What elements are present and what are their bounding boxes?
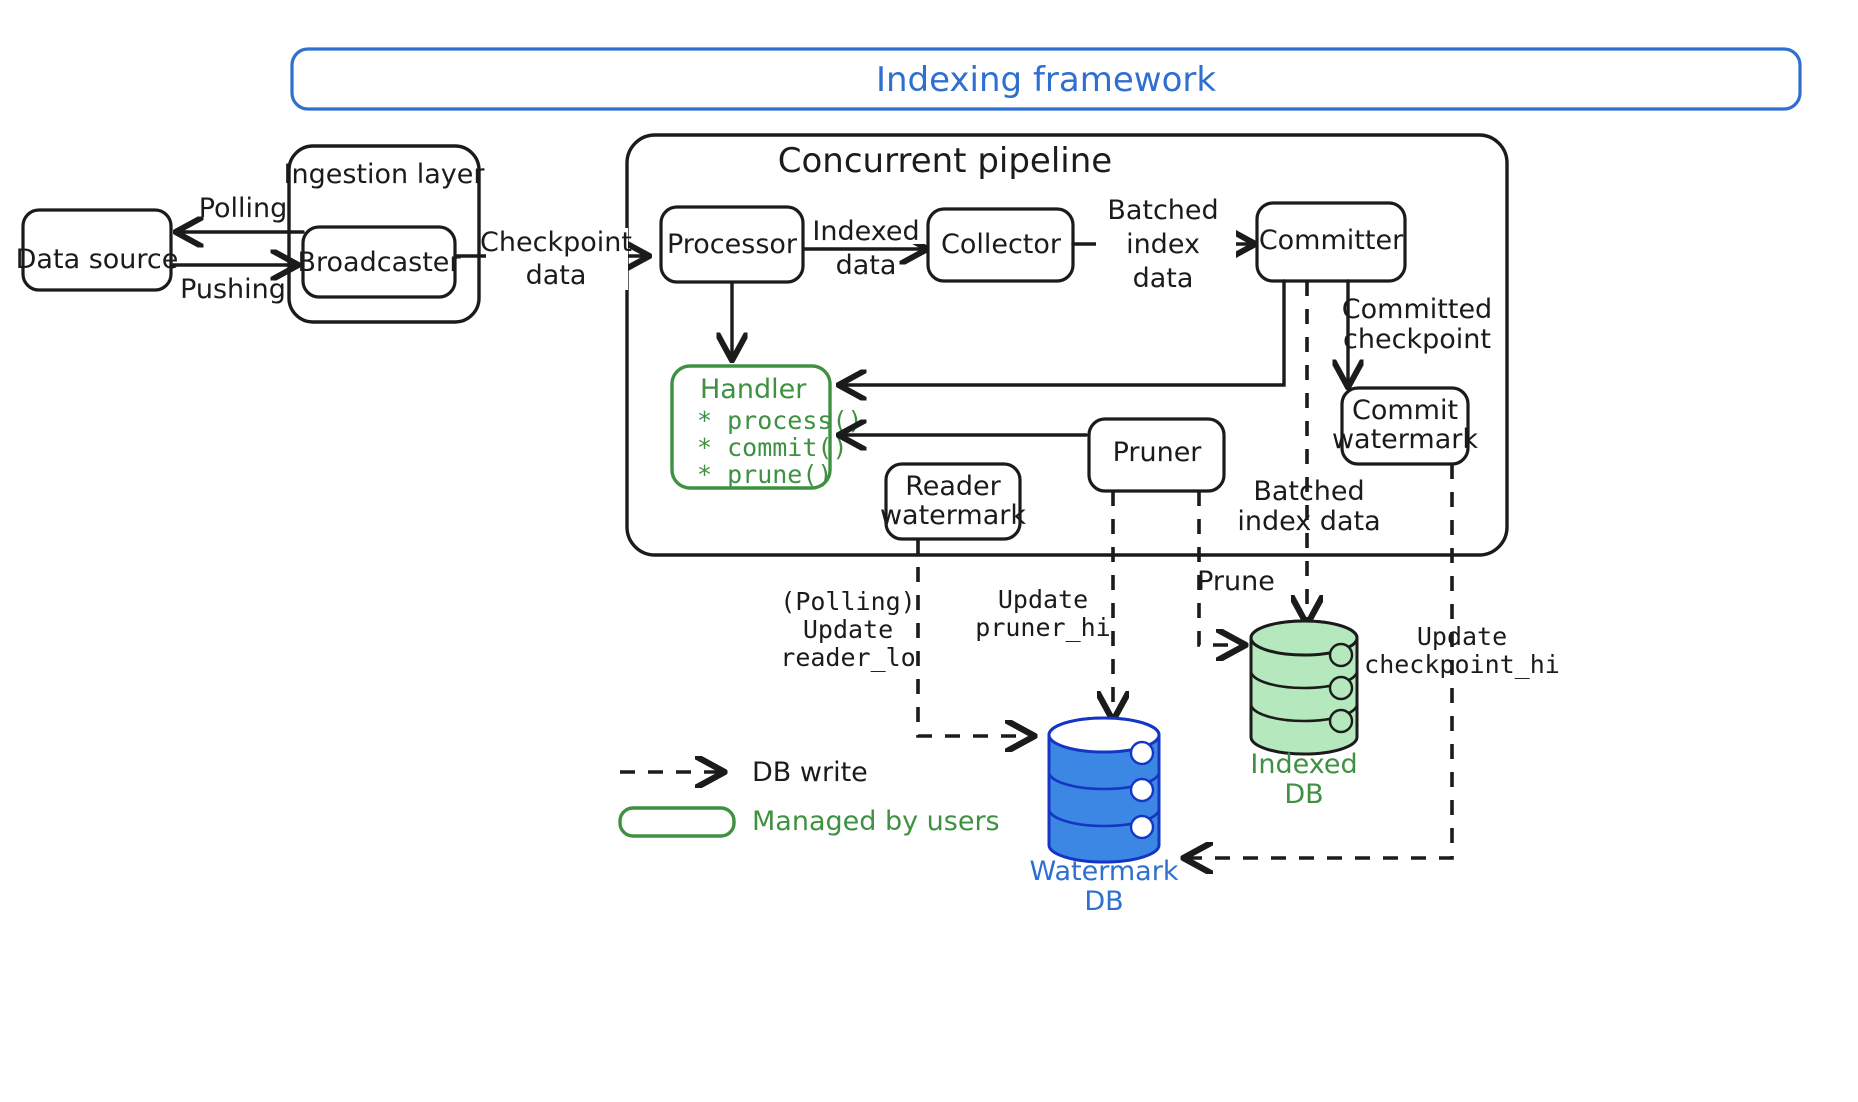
broadcaster-box[interactable]	[301, 225, 457, 299]
edge-label-indexed-data-line2: data	[836, 250, 897, 281]
node-reader-watermark[interactable]: Reader watermark	[880, 462, 1026, 541]
concurrent-pipeline-container: Concurrent pipeline	[625, 133, 1509, 557]
edge-label-update-reader-lo-line2: reader_lo	[780, 643, 915, 672]
commit-watermark-label-line1: Commit	[1352, 395, 1458, 426]
pruner-box[interactable]	[1087, 417, 1226, 493]
indexed-db-label-line2: DB	[1284, 779, 1323, 810]
node-broadcaster[interactable]: Broadcaster	[298, 225, 462, 299]
legend: DB write Managed by users	[618, 757, 1000, 838]
edge-label-polling-paren: (Polling)	[780, 587, 915, 616]
committer-box[interactable]	[1255, 201, 1407, 283]
indexed-db-divider-1	[1249, 670, 1359, 690]
watermark-db-divider-2	[1047, 808, 1161, 828]
edge-label-checkpoint-data-line2: data	[526, 260, 587, 291]
database-watermark-db[interactable]: Watermark DB	[1030, 716, 1179, 917]
data-source-box[interactable]	[21, 208, 173, 292]
edge-label-polling: Polling	[199, 193, 288, 224]
ingestion-layer-border	[287, 144, 481, 324]
commit-watermark-label-line2: watermark	[1332, 424, 1478, 455]
edge-label-pushing: Pushing	[180, 274, 286, 305]
collector-label: Collector	[941, 229, 1062, 260]
edge-label-checkpoint-backdrop	[486, 228, 628, 290]
reader-watermark-label-line2: watermark	[880, 500, 1026, 531]
indexed-db-indicator-3	[1328, 708, 1354, 734]
edge-committer-to-handler	[841, 279, 1286, 385]
concurrent-pipeline-title: Concurrent pipeline	[778, 141, 1112, 181]
watermark-db-label-line2: DB	[1084, 886, 1123, 917]
edge-label-indexed-backdrop	[812, 216, 924, 244]
indexed-db-divider-2	[1249, 703, 1359, 723]
broadcaster-label: Broadcaster	[298, 247, 462, 278]
edge-label-batched-backdrop	[1096, 196, 1236, 288]
commit-watermark-box[interactable]	[1340, 386, 1470, 466]
watermark-db-indicator-1	[1129, 740, 1155, 766]
edge-label-committed-checkpoint-line2: checkpoint	[1343, 324, 1491, 355]
node-processor[interactable]: Processor	[659, 205, 805, 284]
pruner-label: Pruner	[1113, 437, 1203, 468]
edge-label-update-checkpoint-hi-line2: checkpoint_hi	[1364, 650, 1560, 679]
legend-managed-by-users-label: Managed by users	[752, 806, 1000, 837]
handler-box[interactable]	[670, 364, 832, 490]
data-source-label: Data source	[16, 244, 179, 275]
indexed-db-label-line1: Indexed	[1250, 749, 1357, 780]
edge-label-batched-line2: index	[1126, 229, 1200, 260]
edge-reader-watermark-to-watermark-db	[916, 539, 1032, 736]
database-indexed-db[interactable]: Indexed DB	[1249, 619, 1359, 810]
committer-label: Committer	[1259, 225, 1404, 256]
edge-label-committed-checkpoint-line1: Committed	[1342, 294, 1492, 325]
reader-watermark-box[interactable]	[884, 462, 1022, 541]
edge-prune-to-indexed-db	[1197, 491, 1243, 645]
node-handler[interactable]: Handler * process() * commit() * prune()	[670, 364, 863, 490]
indexing-framework-border	[290, 47, 1802, 111]
watermark-db-cylinder-top	[1047, 716, 1161, 754]
node-committer[interactable]: Committer	[1255, 201, 1407, 283]
ingestion-layer-title: Ingestion layer	[284, 159, 486, 190]
indexing-framework-title: Indexing framework	[876, 60, 1216, 100]
indexed-db-indicator-1	[1328, 642, 1354, 668]
edge-label-batched-index-data-b1: Batched	[1253, 476, 1364, 507]
edge-label-update-pruner-hi-line2: pruner_hi	[975, 613, 1110, 642]
node-collector[interactable]: Collector	[926, 207, 1075, 283]
handler-method-prune: * prune()	[697, 460, 832, 489]
watermark-db-divider-1	[1047, 771, 1161, 791]
processor-box[interactable]	[659, 205, 805, 284]
ingestion-layer-container: Ingestion layer	[284, 144, 486, 324]
watermark-db-indicator-3	[1129, 814, 1155, 840]
indexed-db-cylinder-top	[1249, 619, 1359, 657]
edge-label-update-checkpoint-hi-line1: Update	[1417, 622, 1507, 651]
edge-label-indexed-data-line1: Indexed	[812, 216, 919, 247]
concurrent-pipeline-border	[625, 133, 1509, 557]
edge-label-batched-line1: Batched	[1107, 195, 1218, 226]
edge-label-checkpoint-data-line1: Checkpoint	[480, 227, 632, 258]
indexed-db-indicator-2	[1328, 675, 1354, 701]
watermark-db-label-line1: Watermark	[1030, 856, 1179, 887]
processor-label: Processor	[667, 229, 798, 260]
legend-managed-by-users-sample	[618, 806, 736, 838]
handler-method-commit: * commit()	[697, 433, 848, 462]
watermark-db-indicator-2	[1129, 777, 1155, 803]
handler-method-process: * process()	[697, 406, 863, 435]
edge-label-update-pruner-hi-line1: Update	[998, 585, 1088, 614]
reader-watermark-label-line1: Reader	[905, 471, 1001, 502]
edge-label-batched-line3: data	[1133, 263, 1194, 294]
edge-label-update-reader-lo-line1: Update	[803, 615, 893, 644]
node-commit-watermark[interactable]: Commit watermark	[1332, 386, 1478, 466]
edge-commit-watermark-to-watermark-db	[1186, 464, 1454, 858]
indexing-framework-container: Indexing framework	[290, 47, 1802, 111]
edge-label-batched-index-data-b2: index data	[1237, 506, 1380, 537]
edge-label-prune: Prune	[1197, 566, 1275, 597]
node-data-source[interactable]: Data source	[16, 208, 179, 292]
node-pruner[interactable]: Pruner	[1087, 417, 1226, 493]
handler-title: Handler	[700, 374, 807, 405]
legend-db-write-label: DB write	[752, 757, 868, 788]
